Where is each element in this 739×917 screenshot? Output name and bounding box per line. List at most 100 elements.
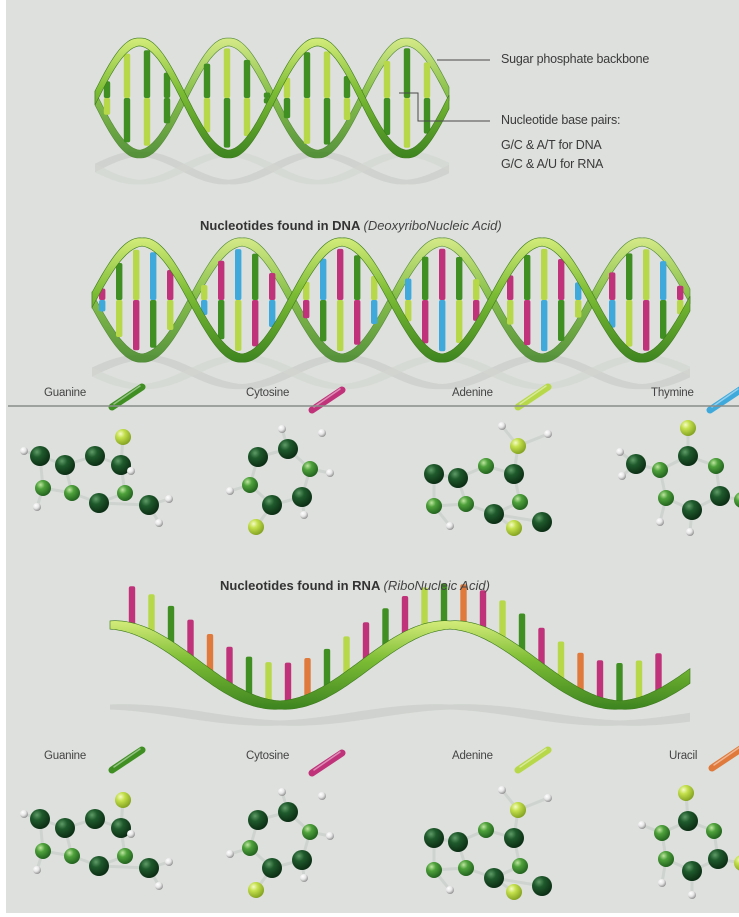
uracil-molecule xyxy=(638,785,739,899)
atom xyxy=(424,828,444,848)
atom xyxy=(484,504,504,524)
intro-helix-rung-top xyxy=(224,48,230,98)
atom xyxy=(498,786,506,794)
dna-helix-rung-bottom xyxy=(456,300,462,343)
atom xyxy=(300,874,308,882)
intro-helix-rung-bottom xyxy=(404,98,410,148)
atom xyxy=(510,438,526,454)
atom xyxy=(20,810,28,818)
intro-helix-rung-top xyxy=(384,61,390,98)
rna-base-bar xyxy=(616,663,622,705)
dna-helix-rung-top xyxy=(609,272,615,300)
dna-thymine-label: Thymine xyxy=(651,387,694,399)
intro-helix-rung-bottom xyxy=(424,98,430,134)
intro-helix-rung-top xyxy=(264,93,270,98)
atom xyxy=(544,430,552,438)
dna-helix-rung-bottom xyxy=(116,300,122,337)
atom xyxy=(638,821,646,829)
atom xyxy=(278,439,298,459)
dna-helix-rung-bottom xyxy=(575,300,581,318)
dna-heading-note: (DeoxyriboNucleic Acid) xyxy=(363,218,501,233)
atom xyxy=(626,454,646,474)
atom xyxy=(680,420,696,436)
atom xyxy=(165,858,173,866)
atom xyxy=(448,468,468,488)
atom xyxy=(242,477,258,493)
dna-helix-rung-top xyxy=(320,259,326,300)
atom xyxy=(686,528,694,536)
atom xyxy=(278,425,286,433)
dna-thymine-bar xyxy=(710,390,739,410)
atom xyxy=(139,858,159,878)
atom xyxy=(532,512,552,532)
dna-helix-rung-top xyxy=(354,255,360,300)
rna-guanine-molecule xyxy=(20,792,173,890)
dna-helix-rung-bottom xyxy=(133,300,139,350)
atom xyxy=(33,866,41,874)
intro-helix-rung-bottom xyxy=(164,98,170,123)
rna-base-bar xyxy=(129,586,135,628)
intro-helix-rung-bottom xyxy=(204,98,210,132)
dna-helix-rung-top xyxy=(116,263,122,300)
intro-helix-rung-bottom xyxy=(144,98,150,146)
dna-helix-rung-bottom xyxy=(150,300,156,348)
dna-helix-rung-top xyxy=(235,249,241,300)
dna-helix-rung-bottom xyxy=(337,300,343,351)
intro-helix-rung-bottom xyxy=(104,98,110,115)
dna-helix-rung-top xyxy=(269,273,275,300)
atom xyxy=(504,464,524,484)
intro-helix-rung-bottom xyxy=(124,98,130,142)
atom xyxy=(678,785,694,801)
atom xyxy=(115,429,131,445)
rna-base-bar xyxy=(265,662,271,704)
atom xyxy=(226,850,234,858)
dna-guanine-bar xyxy=(112,387,142,407)
atom xyxy=(446,522,454,530)
atom xyxy=(504,828,524,848)
rna-base-bar xyxy=(285,663,291,705)
dna-helix-rung-top xyxy=(150,252,156,300)
atom xyxy=(478,822,494,838)
atom xyxy=(33,503,41,511)
dna-cytosine-label: Cytosine xyxy=(246,387,289,399)
dna-helix-reflection-b xyxy=(92,355,690,389)
atom xyxy=(512,494,528,510)
atom xyxy=(85,809,105,829)
atom xyxy=(248,447,268,467)
base-pairs-label: Nucleotide base pairs: xyxy=(501,113,620,127)
atom xyxy=(278,802,298,822)
atom xyxy=(682,500,702,520)
dna-cytosine-molecule xyxy=(226,425,334,535)
atom xyxy=(506,884,522,900)
atom xyxy=(326,469,334,477)
atom xyxy=(510,802,526,818)
atom xyxy=(64,485,80,501)
dna-helix-front-strand xyxy=(92,238,690,362)
intro-helix-rung-top xyxy=(424,62,430,98)
dna-helix-rung-bottom xyxy=(371,300,377,324)
dna-helix-rung-top xyxy=(337,249,343,300)
dna-helix-rung-top xyxy=(439,249,445,300)
atom xyxy=(20,447,28,455)
intro-helix-rung-top xyxy=(124,54,130,98)
atom xyxy=(262,858,282,878)
intro-helix-rung-top xyxy=(324,51,330,98)
dna-helix-rung-top xyxy=(218,261,224,300)
atom xyxy=(55,818,75,838)
atom xyxy=(682,861,702,881)
dna-adenine-molecule xyxy=(424,422,552,536)
atom xyxy=(658,851,674,867)
atom xyxy=(498,422,506,430)
backbone-label: Sugar phosphate backbone xyxy=(501,52,649,66)
atom xyxy=(278,788,286,796)
atom xyxy=(532,876,552,896)
atom xyxy=(506,520,522,536)
dna-helix-rung-top xyxy=(626,253,632,300)
dna-helix-rung-top xyxy=(643,249,649,300)
atom xyxy=(426,498,442,514)
dna-guanine-label: Guanine xyxy=(44,387,86,399)
atom xyxy=(115,792,131,808)
thymine-molecule xyxy=(616,420,739,536)
